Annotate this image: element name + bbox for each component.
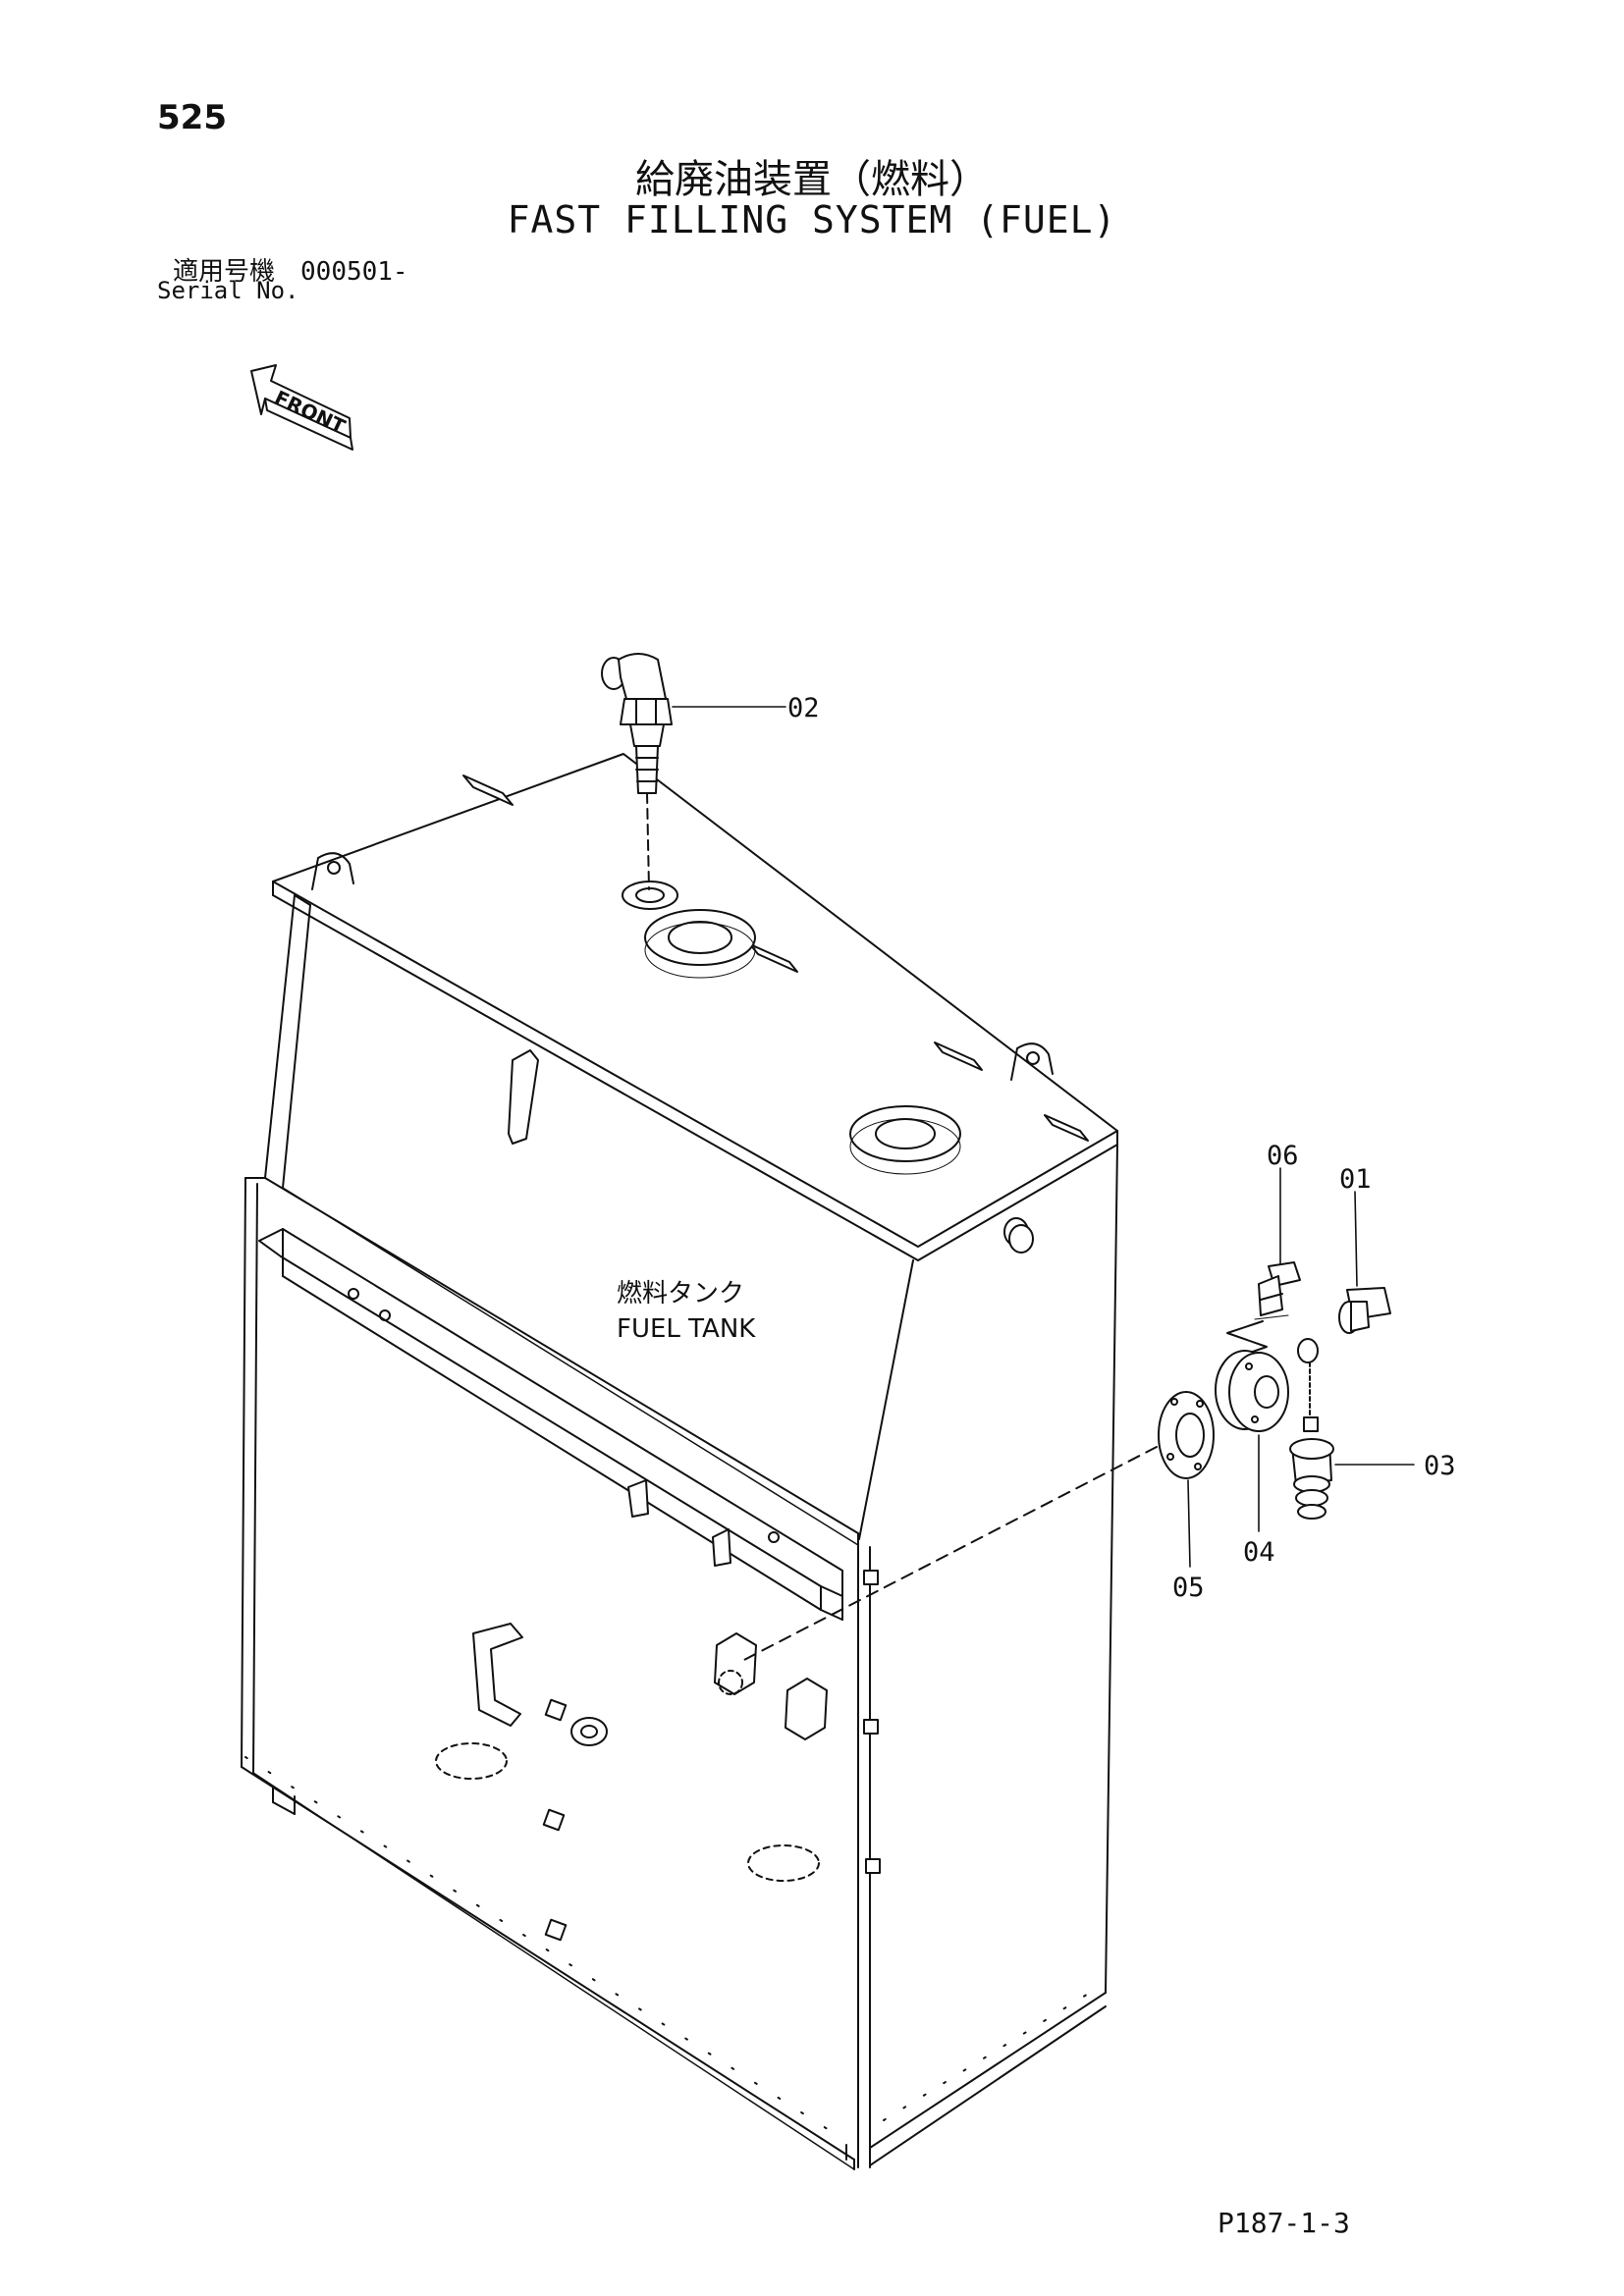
fuel-tank-label-japanese: 燃料タンク xyxy=(617,1279,744,1308)
assembly-line-flange xyxy=(737,1446,1158,1664)
part-label-04: 04 xyxy=(1243,1537,1275,1568)
fuel-tank-label-english: FUEL TANK xyxy=(617,1314,756,1344)
part-03-quick-coupler: 03 xyxy=(1289,1338,1456,1520)
part-label-01: 01 xyxy=(1339,1164,1372,1195)
serial-label-english: Serial No. xyxy=(157,277,299,304)
serial-label-ja-text: 適用号機 xyxy=(173,257,276,287)
page-title-japanese: 給廃油装置（燃料） xyxy=(635,157,989,202)
fuel-tank-drawing xyxy=(241,753,1118,2170)
part-label-02: 02 xyxy=(787,693,820,723)
part-label-03: 03 xyxy=(1424,1451,1456,1481)
fitting-port-marker xyxy=(718,1670,743,1695)
page-title-english: FAST FILLING SYSTEM (FUEL) xyxy=(507,198,1117,241)
part-label-05: 05 xyxy=(1172,1573,1205,1603)
part-label-06: 06 xyxy=(1267,1141,1299,1171)
part-04-flange: 04 xyxy=(1215,1350,1289,1568)
page-number: 525 xyxy=(157,98,227,137)
part-01-connector: 01 xyxy=(1338,1164,1391,1334)
serial-label-japanese: 適用号機 000501- xyxy=(173,251,408,288)
serial-value: 000501- xyxy=(300,257,408,287)
document-reference: P187-1-3 xyxy=(1218,2207,1350,2239)
part-02-elbow-fitting: 02 xyxy=(601,653,820,890)
part-06-bolt: 06 xyxy=(1226,1141,1301,1360)
front-arrow-icon: FRONT xyxy=(250,364,353,451)
part-05-gasket: 05 xyxy=(1158,1391,1215,1603)
